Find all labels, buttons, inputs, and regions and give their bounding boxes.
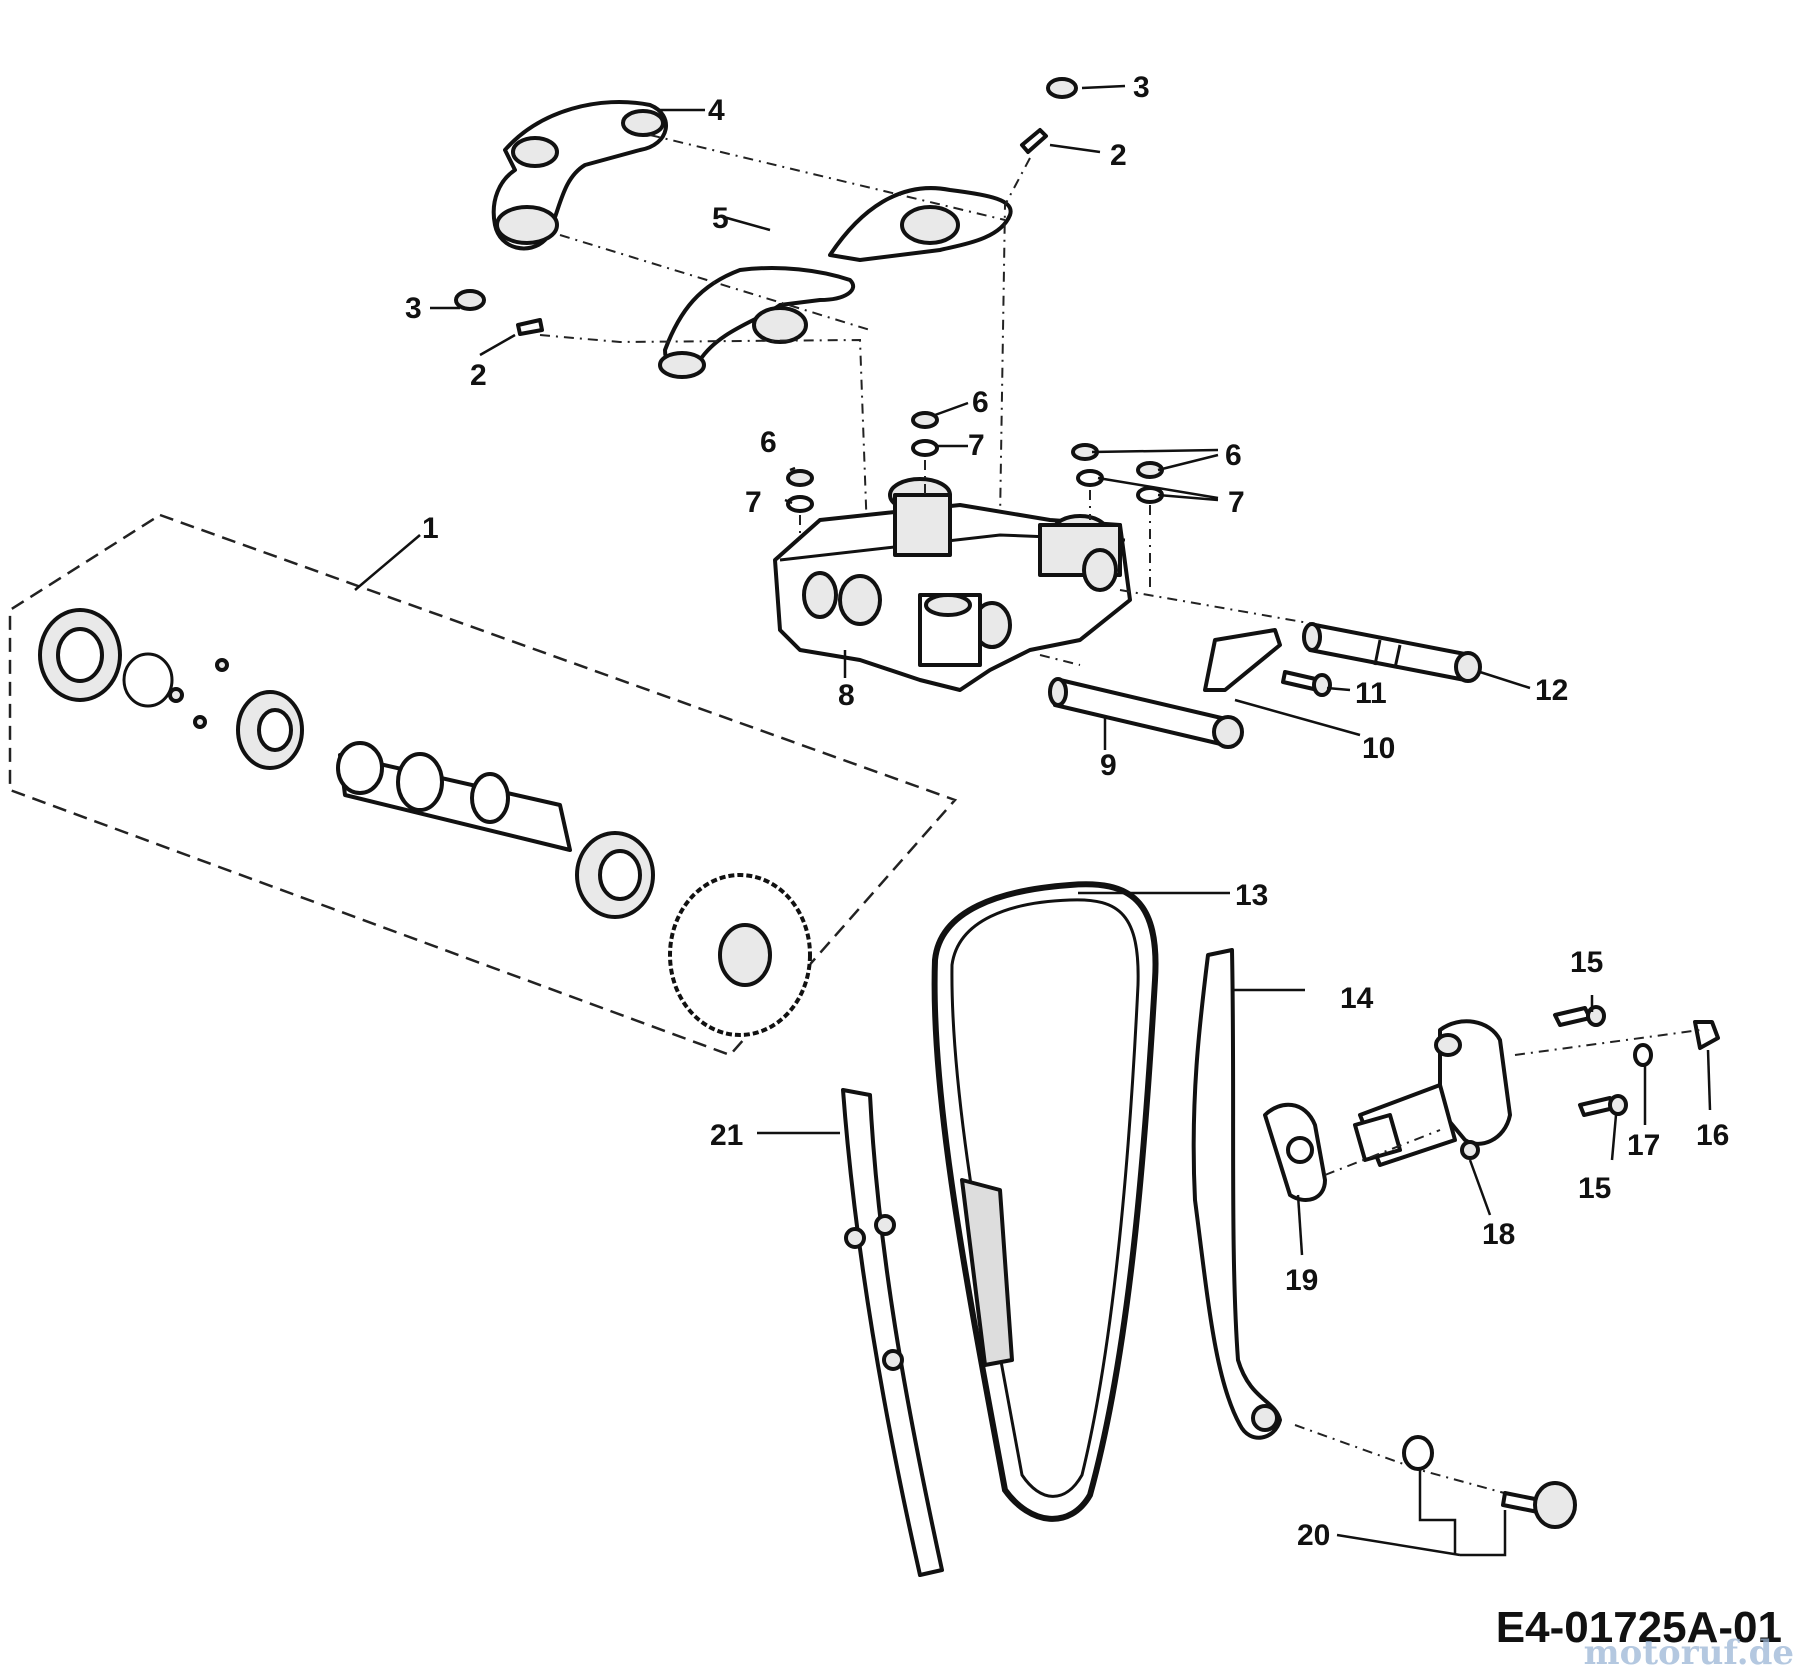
chain-guide-21 [841,1088,944,1577]
callout-6: 6 [972,386,989,419]
callout-3: 3 [1133,71,1150,104]
callout-2: 2 [470,359,487,392]
callout-13: 13 [1235,879,1268,912]
watermark: motoruf.de [1583,1633,1794,1673]
callout-numbers: 1 2 2 3 3 4 5 6 6 6 7 7 7 8 9 10 11 12 1… [405,71,1729,1552]
chain-guide-14 [1191,948,1531,1501]
leader-lines [354,84,1712,1557]
callout-21: 21 [710,1119,743,1152]
callout-7: 7 [1228,486,1245,519]
callout-10: 10 [1362,732,1395,765]
callout-18: 18 [1482,1218,1515,1251]
callout-1: 1 [422,512,439,545]
callout-7: 7 [968,429,985,462]
camshaft-assembly [8,513,958,1057]
rocker-housing [773,411,1164,692]
timing-chain [931,881,1159,1522]
callout-15: 15 [1578,1172,1611,1205]
diagram-code: E4-01725A-01 [1495,1603,1782,1652]
callout-14: 14 [1340,982,1374,1015]
callout-20: 20 [1297,1519,1330,1552]
callout-12: 12 [1535,674,1568,707]
rocker-arm-assembly [454,77,1078,561]
callout-16: 16 [1696,1119,1729,1152]
callout-11: 11 [1355,677,1387,710]
callout-15: 15 [1570,946,1603,979]
callout-2: 2 [1110,139,1127,172]
chain-tensioner [1263,1005,1720,1529]
callout-6: 6 [760,426,777,459]
callout-17: 17 [1627,1129,1660,1162]
callout-19: 19 [1285,1264,1318,1297]
callout-8: 8 [838,679,855,712]
rocker-shafts [1039,589,1482,749]
callout-5: 5 [712,202,729,235]
callout-4: 4 [708,94,725,127]
callout-9: 9 [1100,749,1117,782]
callout-3: 3 [405,292,422,325]
callout-6: 6 [1225,439,1242,472]
callout-7: 7 [745,486,762,519]
